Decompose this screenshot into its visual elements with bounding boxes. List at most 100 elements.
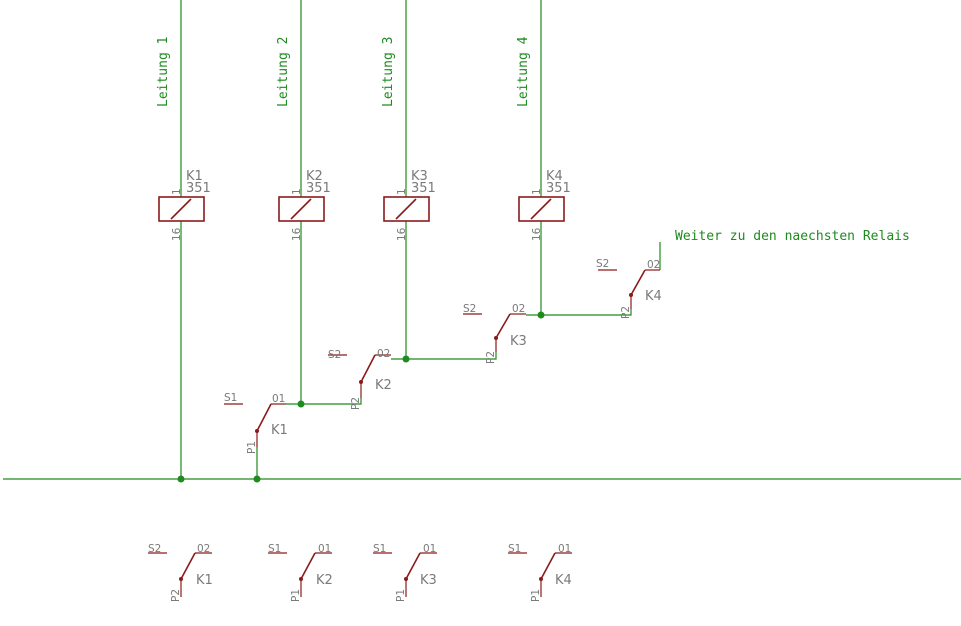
contact-left-label: S1: [224, 392, 237, 404]
contact-bottom-label: P2: [350, 397, 362, 410]
relay-coil-k2: K2 351 1 16: [278, 169, 331, 241]
coil-body: [383, 196, 430, 222]
relay-value: 351: [411, 181, 436, 196]
contact-pivot: [359, 380, 363, 384]
contact-right-label: 01: [272, 393, 285, 405]
contact-name: K2: [375, 378, 392, 393]
relay-value: 351: [546, 181, 571, 196]
contact-right-label: 01: [423, 543, 436, 555]
line-2-label: Leitung 2: [276, 37, 291, 107]
wires: [3, 0, 961, 480]
contact-blade: [180, 552, 196, 580]
relay-pin-top: 1: [291, 188, 303, 195]
contact-pivot: [629, 293, 633, 297]
contact-right-label: 02: [512, 303, 525, 315]
spare-contact-k2: S1 01 P1 K2: [268, 543, 333, 602]
line-4-label: Leitung 4: [516, 36, 531, 107]
relay-name: K1: [186, 169, 203, 184]
contact-left-label: S2: [463, 303, 476, 315]
contact-bottom-label: P1: [290, 589, 302, 602]
relay-coil-k4: K4 351 1 16: [518, 169, 571, 241]
junction-bus-k1: [253, 475, 261, 483]
contact-pivot: [255, 429, 259, 433]
contact-pivot: [179, 577, 183, 581]
contact-bottom-label: P1: [530, 589, 542, 602]
relay-pin-bottom: 16: [531, 227, 543, 241]
relay-name: K2: [306, 169, 323, 184]
contact-name: K3: [510, 334, 527, 349]
relay-pin-bottom: 16: [291, 227, 303, 241]
contact-bottom-label: P1: [395, 589, 407, 602]
relay-name: K4: [546, 169, 563, 184]
relay-coil-k3: K3 351 1 16: [383, 169, 436, 241]
line-3-label: Leitung 3: [381, 37, 396, 107]
contact-k4: S2 02 P2 K4: [596, 258, 662, 319]
contact-pivot: [299, 577, 303, 581]
contact-left-label: S1: [373, 543, 386, 555]
coil-diagonal: [395, 198, 417, 220]
relay-pin-top: 1: [531, 188, 543, 195]
continuation-note: Weiter zu den naechsten Relais: [675, 229, 910, 244]
contact-blade: [360, 354, 376, 383]
contact-blade: [495, 313, 511, 339]
contact-right-label: 01: [318, 543, 331, 555]
chain-wire-k3-k4: [526, 309, 632, 316]
contact-name: K4: [645, 289, 662, 304]
contact-left-label: S2: [148, 543, 161, 555]
contact-left-label: S2: [328, 349, 341, 361]
contact-pivot: [494, 336, 498, 340]
contact-pivot: [539, 577, 543, 581]
relay-name: K3: [411, 169, 428, 184]
contact-blade: [256, 403, 272, 432]
contact-blade: [300, 552, 316, 580]
junctions: [177, 311, 545, 483]
contact-name: K1: [196, 573, 213, 588]
contact-k2: S2 02 P2 K2: [328, 348, 392, 410]
contact-left-label: S2: [596, 258, 609, 270]
contact-left-label: S1: [268, 543, 281, 555]
junction-k2-chain: [297, 400, 305, 408]
line-1-label: Leitung 1: [156, 37, 171, 107]
junction-k4-chain: [537, 311, 545, 319]
contact-name: K4: [555, 573, 572, 588]
coil-body: [278, 196, 325, 222]
spare-contact-k1: S2 02 P2 K1: [148, 543, 213, 602]
coil-body: [518, 196, 565, 222]
coil-body: [158, 196, 205, 222]
chain-wire-k2-k3: [391, 352, 497, 360]
contact-right-label: 02: [377, 348, 390, 360]
junction-k3-chain: [402, 355, 410, 363]
contact-pivot: [404, 577, 408, 581]
contact-name: K3: [420, 573, 437, 588]
contact-k3: S2 02 P2 K3: [463, 303, 527, 364]
contact-right-label: 02: [197, 543, 210, 555]
contact-left-label: S1: [508, 543, 521, 555]
relay-pin-top: 1: [171, 188, 183, 195]
chain-wire-k1-k2: [286, 398, 362, 405]
spare-contact-k3: S1 01 P1 K3: [373, 543, 437, 602]
contact-right-label: 01: [558, 543, 571, 555]
contact-name: K1: [271, 423, 288, 438]
contact-blade: [540, 552, 556, 580]
junction-bus-line-1: [177, 475, 185, 483]
contact-name: K2: [316, 573, 333, 588]
contact-bottom-label: P1: [246, 441, 258, 454]
coil-diagonal: [170, 198, 192, 220]
contact-blade: [630, 269, 646, 296]
relay-pin-bottom: 16: [396, 227, 408, 241]
contact-bottom-label: P2: [485, 351, 497, 364]
contact-blade: [405, 552, 421, 580]
spare-contact-k4: S1 01 P1 K4: [508, 543, 572, 602]
coil-diagonal: [290, 198, 312, 220]
contact-k1: S1 01 P1 K1: [224, 392, 288, 454]
contact-bottom-label: P2: [170, 589, 182, 602]
coil-diagonal: [530, 198, 552, 220]
relay-pin-bottom: 16: [171, 227, 183, 241]
relay-coil-k1: K1 351 1 16: [158, 169, 211, 241]
contact-bottom-label: P2: [620, 306, 632, 319]
line-labels: Leitung 1 Leitung 2 Leitung 3 Leitung 4: [156, 36, 531, 107]
contact-right-label: 02: [647, 259, 660, 271]
relay-value: 351: [306, 181, 331, 196]
relay-pin-top: 1: [396, 188, 408, 195]
